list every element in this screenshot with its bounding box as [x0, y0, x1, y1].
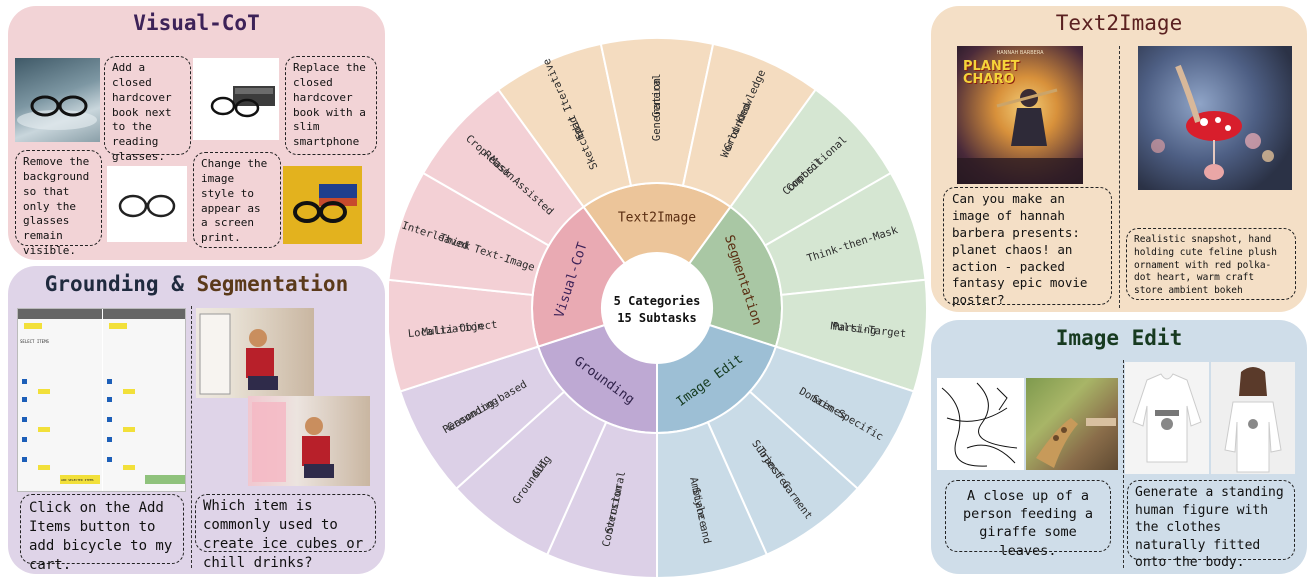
- note-add-book: Add a closed hardcover book next to the …: [104, 56, 191, 163]
- sweatshirt-image: [1125, 362, 1209, 474]
- glasses-book-image: [193, 58, 279, 140]
- visual-cot-title: Visual-CoT: [133, 11, 260, 35]
- person-segmented-icon: [252, 402, 334, 482]
- note-garment-transfer: Generate a standing human figure with th…: [1127, 480, 1295, 570]
- image-edit-divider: [1123, 360, 1124, 568]
- model-photo: [1211, 362, 1295, 474]
- note-giraffe-caption: A close up of a person feeding a giraffe…: [945, 480, 1111, 559]
- note-plush-prompt: Realistic snapshot, hand holding cute fe…: [1126, 228, 1296, 300]
- glasses-photo-icon: [17, 95, 97, 130]
- glasses-only-image: [107, 166, 187, 242]
- grounding-title-amp: &: [158, 272, 197, 296]
- giraffe-icon: [1036, 418, 1116, 468]
- poster-title-text: PLANET CHARO: [963, 59, 1020, 87]
- segmentation-title: Segmentation: [196, 272, 349, 296]
- image-edit-panel: Image Edit: [931, 320, 1307, 574]
- ornament-icon: [1151, 64, 1274, 180]
- grounding-title-part1: Grounding: [44, 272, 159, 296]
- note-ice-cubes: Which item is commonly used to create ic…: [195, 494, 376, 571]
- glasses-photo: [15, 58, 100, 142]
- text2image-title: Text2Image: [1055, 11, 1183, 35]
- movie-poster-image: HANNAH BARBERA PLANET CHARO: [957, 46, 1083, 184]
- grounding-title: Grounding & Segmentation: [8, 272, 385, 296]
- subtask-segment-multi-object-localization: [389, 278, 540, 393]
- gui-screenshot: SELECT ITEMS ADD SELECTED ITEMS: [17, 308, 186, 492]
- gui-screen-header: SELECT ITEMS: [20, 339, 49, 344]
- gui-screenshot-icon: SELECT ITEMS ADD SELECTED ITEMS: [18, 309, 185, 491]
- text2image-panel: Text2Image HANNAH BARBERA PLANET CHARO C…: [931, 6, 1307, 312]
- poster-top-text: HANNAH BARBERA: [996, 50, 1044, 56]
- note-gui-click: Click on the Add Items button to add bic…: [20, 494, 184, 573]
- grounding-panel: Grounding & Segmentation SELECT ITEMS AD…: [8, 266, 385, 574]
- glasses-icon: [118, 194, 176, 218]
- subtask-label-general-generation-1: Generation: [651, 78, 663, 141]
- gui-screen-button: ADD SELECTED ITEMS: [61, 478, 94, 482]
- book-icon: [210, 86, 275, 118]
- visual-cot-panel: Visual-CoT Add a closed hardcover book n…: [8, 6, 385, 260]
- image-edit-title: Image Edit: [1055, 326, 1183, 350]
- model-icon: [1224, 367, 1282, 473]
- giraffe-photo: [1026, 378, 1118, 470]
- note-replace-book: Replace the closed hardcover book with a…: [285, 56, 377, 155]
- subtask-label-general-generation-0: General: [651, 73, 663, 117]
- plush-ornament-photo: [1138, 46, 1292, 190]
- freezer-photo-1: [196, 308, 314, 398]
- screen-print-icon: [293, 184, 357, 223]
- category-label-text2image: Text2Image: [618, 211, 696, 226]
- center-subtasks-count: 15 Subtasks: [617, 311, 696, 325]
- sweatshirt-icon: [1132, 373, 1202, 463]
- person-icon: [199, 313, 278, 395]
- sketch-icon: [941, 382, 1018, 467]
- note-remove-background: Remove the background so that only the g…: [15, 150, 102, 257]
- screen-print-image: [283, 166, 362, 244]
- subtask-label-multi-target-parsing-1: Parsing: [832, 320, 877, 337]
- subtask-segment-crop-mask-assisted-reason: [421, 88, 585, 247]
- note-movie-poster-prompt: Can you make an image of hannah barbera …: [943, 187, 1112, 307]
- freezer-photo-2: [248, 396, 370, 486]
- line-art-image: [937, 378, 1024, 470]
- grounding-divider: [191, 306, 192, 568]
- sunburst-center-circle: [602, 253, 712, 363]
- center-categories-count: 5 Categories: [614, 294, 701, 308]
- warrior-icon: [957, 88, 1083, 184]
- note-screen-print: Change the image style to appear as a sc…: [193, 152, 281, 248]
- text2image-divider: [1119, 46, 1120, 308]
